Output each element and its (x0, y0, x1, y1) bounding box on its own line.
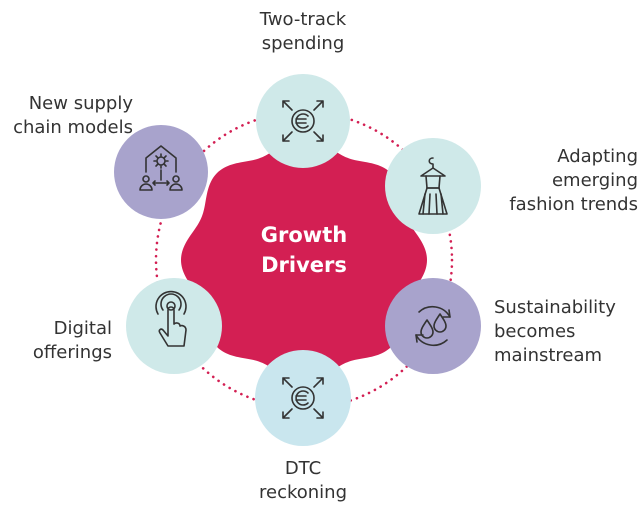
digital-label: Digital offerings (0, 317, 112, 365)
two-track-label-line: spending (261, 33, 345, 54)
house-gear-network-icon (139, 145, 183, 191)
digital-circle (126, 278, 222, 374)
supply-chain-label-line: New supply (28, 93, 133, 114)
hub-title: Growth Drivers (229, 220, 379, 280)
water-drops-cycle-icon (415, 305, 451, 347)
hub-title-line-2: Drivers (261, 253, 347, 277)
touch-finger-icon (155, 290, 187, 347)
fashion-label-line: Adapting (557, 146, 638, 167)
two-track-label: Two-track spending (213, 8, 393, 56)
fashion-label-line: emerging (551, 170, 638, 191)
dtc-label: DTC reckoning (213, 457, 393, 505)
fashion-label: Adapting emerging fashion trends (448, 145, 638, 217)
hub-title-line-1: Growth (260, 223, 348, 247)
supply-chain-label-line: chain models (13, 117, 133, 138)
two-track-circle (256, 74, 350, 168)
digital-label-line: Digital (53, 318, 112, 339)
dtc-label-line: reckoning (258, 482, 347, 503)
sustainability-label-line: becomes (494, 321, 576, 342)
digital-label-line: offerings (32, 342, 112, 363)
euro-arrows-icon (282, 377, 324, 419)
sustainability-label: Sustainability becomes mainstream (494, 296, 638, 368)
fashion-circle (385, 138, 481, 234)
euro-arrows-icon (282, 100, 324, 142)
fashion-label-line: fashion trends (509, 194, 638, 215)
sustainability-label-line: mainstream (494, 345, 603, 366)
dress-hanger-icon (418, 157, 448, 215)
supply-chain-label: New supply chain models (0, 92, 133, 140)
two-track-label-line: Two-track (259, 9, 347, 30)
growth-drivers-hub (181, 137, 427, 383)
sustainability-circle (385, 278, 481, 374)
sustainability-label-line: Sustainability (494, 297, 616, 318)
dtc-circle (255, 350, 351, 446)
dtc-label-line: DTC (284, 458, 322, 479)
